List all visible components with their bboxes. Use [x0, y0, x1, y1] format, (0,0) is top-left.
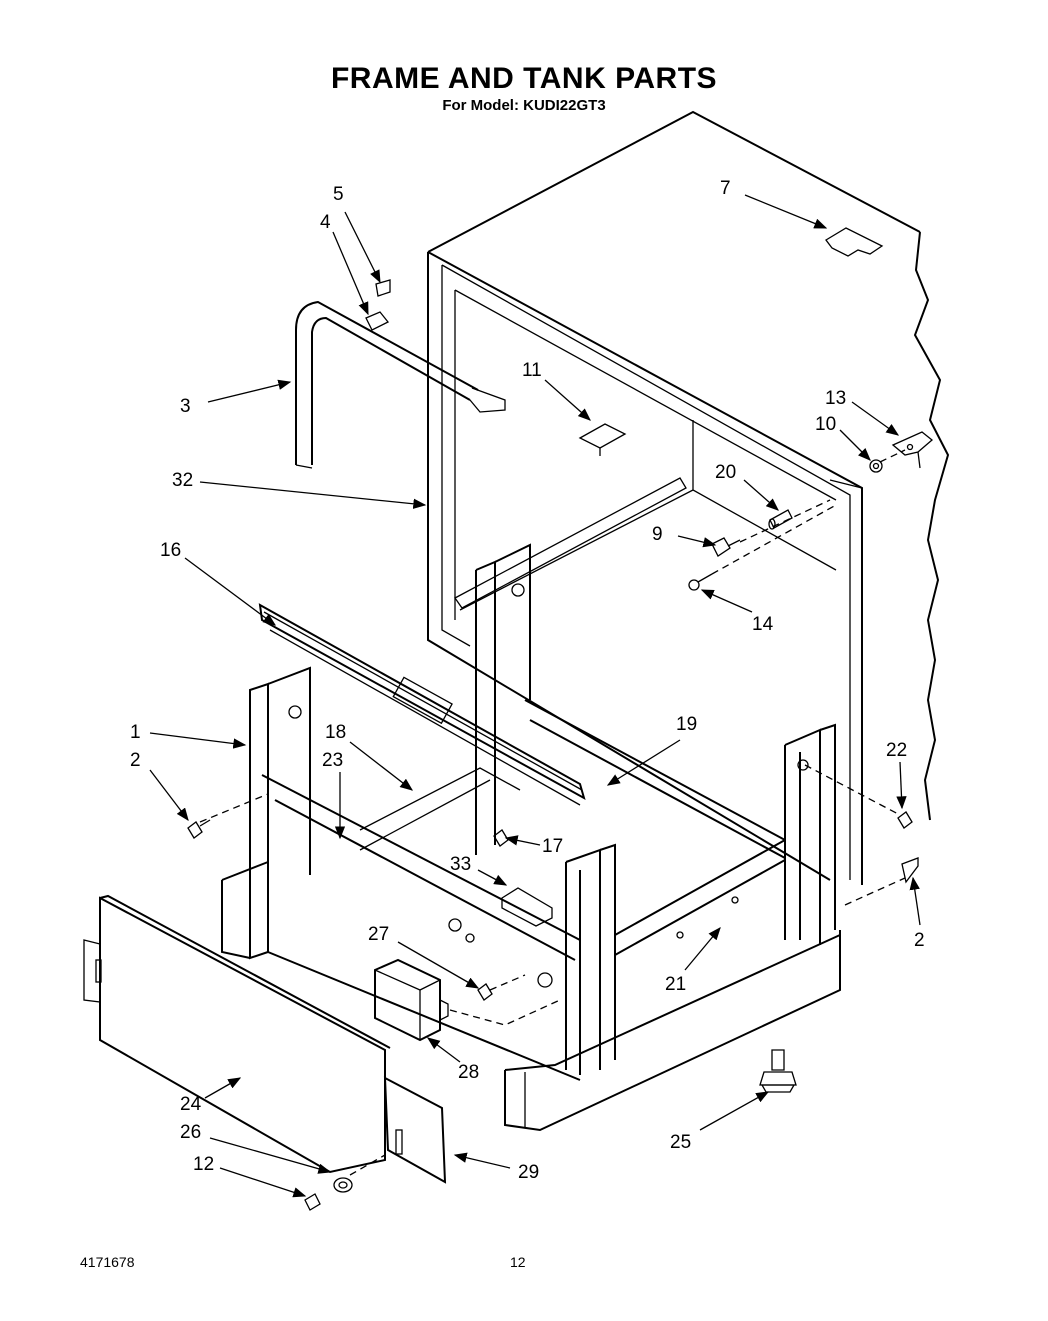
page-number: 12 — [510, 1254, 526, 1270]
part-9-bolt — [711, 537, 741, 557]
part-14-screw — [688, 573, 713, 591]
part-10-nut — [869, 459, 883, 473]
callout-7: 7 — [720, 178, 731, 199]
part-25-leveling-leg — [759, 1049, 797, 1093]
part-3-tube — [295, 279, 506, 469]
page-title: FRAME AND TANK PARTS — [330, 62, 718, 95]
callout-24: 24 — [180, 1094, 202, 1115]
rack-rail — [454, 477, 687, 609]
callout-25: 25 — [670, 1132, 691, 1153]
part-7-clip — [825, 227, 884, 257]
callout-2-right: 2 — [914, 930, 925, 951]
callout-14: 14 — [752, 614, 774, 635]
callout-20: 20 — [715, 462, 736, 483]
callout-12: 12 — [193, 1154, 214, 1175]
callout-16: 16 — [160, 540, 181, 561]
callout-4: 4 — [320, 212, 331, 233]
document-number: 4171678 — [80, 1254, 135, 1270]
callout-3: 3 — [180, 396, 191, 417]
callout-13: 13 — [825, 388, 846, 409]
callout-2-left: 2 — [130, 750, 141, 771]
callout-28: 28 — [458, 1062, 479, 1083]
callout-22: 22 — [886, 740, 907, 761]
lower-frame — [221, 543, 841, 1132]
callout-labels: 5 4 3 7 11 13 10 20 9 14 32 16 1 2 18 23… — [130, 178, 925, 1183]
callout-17: 17 — [542, 836, 563, 857]
tank-body — [427, 110, 950, 885]
callout-32: 32 — [172, 470, 193, 491]
callout-23: 23 — [322, 750, 343, 771]
callout-19: 19 — [676, 714, 697, 735]
part-33 — [501, 887, 553, 927]
leader-arrows — [149, 194, 921, 1198]
callout-5: 5 — [333, 184, 344, 205]
part-11-clip — [578, 423, 627, 456]
callout-10: 10 — [815, 414, 836, 435]
callout-11: 11 — [522, 360, 542, 381]
callout-9: 9 — [652, 524, 663, 545]
callout-26: 26 — [180, 1122, 201, 1143]
callout-18: 18 — [325, 722, 346, 743]
part-29-insulation — [383, 1076, 447, 1184]
callout-1: 1 — [130, 722, 141, 743]
callout-21: 21 — [665, 974, 686, 995]
part-28-box — [374, 958, 449, 1042]
screws — [187, 811, 919, 1211]
part-24-kickplate — [83, 894, 403, 1174]
part-20-spacer — [768, 509, 793, 530]
callout-29: 29 — [518, 1162, 539, 1183]
callout-27: 27 — [368, 924, 389, 945]
part-13-bracket — [891, 431, 934, 469]
callout-33: 33 — [450, 854, 471, 875]
model-subtitle: For Model: KUDI22GT3 — [442, 97, 606, 114]
